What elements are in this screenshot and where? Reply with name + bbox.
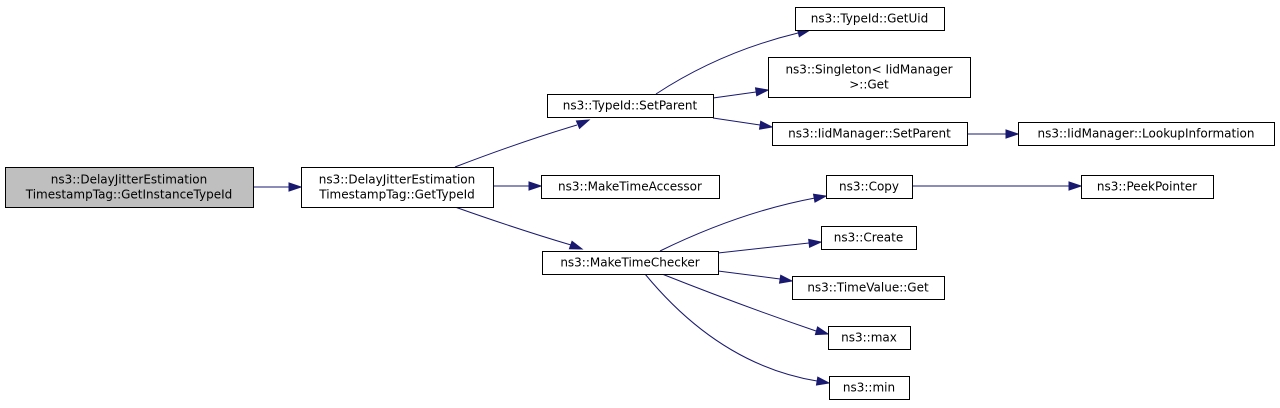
node-label: ns3::TypeId::GetUid: [811, 12, 929, 26]
node-iidsetparent[interactable]: ns3::IidManager::SetParent: [772, 122, 968, 146]
arrowhead: [808, 238, 823, 249]
node-max[interactable]: ns3::max: [828, 326, 911, 350]
node-lookupinfo[interactable]: ns3::IidManager::LookupInformation: [1018, 122, 1275, 146]
edge-maketimechecker-to-copy: [659, 193, 828, 252]
node-box: [1018, 122, 1275, 146]
node-label: ns3::IidManager::SetParent: [788, 127, 951, 141]
edge-setparent-to-singletonget: [712, 87, 770, 99]
node-getuid[interactable]: ns3::TypeId::GetUid: [795, 7, 945, 31]
edge-maketimechecker-to-create: [717, 238, 823, 254]
arrowhead: [288, 182, 303, 192]
node-label: ns3::MakeTimeAccessor: [558, 180, 702, 194]
node-box: [828, 326, 911, 350]
node-box: [547, 94, 714, 118]
node-label: ns3::Copy: [839, 180, 899, 194]
edge-line: [712, 117, 761, 126]
node-label: ns3::IidManager::LookupInformation: [1038, 127, 1255, 141]
arrowhead: [815, 376, 831, 386]
arrowhead: [575, 119, 591, 130]
node-label: ns3::DelayJitterEstimation: [51, 173, 208, 187]
node-label: ns3::Create: [834, 231, 903, 245]
node-box: [542, 251, 719, 275]
edge-line: [712, 91, 757, 99]
node-setparent[interactable]: ns3::TypeId::SetParent: [547, 94, 714, 118]
node-label: ns3::Singleton< IidManager: [785, 63, 952, 77]
edge-maketimechecker-to-min: [644, 273, 831, 386]
node-peekpointer[interactable]: ns3::PeekPointer: [1081, 175, 1214, 199]
arrowhead: [1068, 181, 1083, 191]
node-label: ns3::MakeTimeChecker: [560, 256, 699, 270]
node-label: ns3::min: [843, 381, 895, 395]
edge-line: [717, 270, 781, 280]
arrowhead: [778, 274, 794, 284]
edge-gettypeid-to-maketimechecker: [454, 206, 584, 250]
edge-line: [659, 197, 816, 252]
arrowhead: [528, 181, 543, 191]
edge-setparent-to-iidsetparent: [712, 117, 774, 130]
node-box: [301, 167, 494, 208]
arrowhead: [1005, 129, 1020, 139]
edge-maketimechecker-to-timevalueget: [717, 270, 794, 284]
node-min[interactable]: ns3::min: [829, 376, 910, 400]
node-box: [1081, 175, 1214, 199]
edge-line: [454, 124, 578, 168]
edge-line: [644, 273, 818, 382]
call-edges: [253, 28, 1083, 386]
node-label: ns3::TimeValue::Get: [807, 281, 929, 295]
edge-line: [655, 32, 799, 95]
edge-gettypeid-to-setparent: [454, 119, 591, 168]
arrowhead: [758, 120, 774, 130]
node-root[interactable]: ns3::DelayJitterEstimationTimestampTag::…: [5, 167, 254, 208]
node-maketimeaccessor[interactable]: ns3::MakeTimeAccessor: [541, 175, 720, 199]
node-box: [826, 175, 913, 199]
edge-line: [661, 273, 817, 332]
arrowhead: [814, 326, 830, 336]
node-box: [792, 276, 945, 300]
node-label: ns3::TypeId::SetParent: [563, 99, 698, 113]
edge-copy-to-peekpointer: [912, 181, 1083, 191]
node-label: ns3::PeekPointer: [1097, 180, 1197, 194]
node-timevalueget[interactable]: ns3::TimeValue::Get: [792, 276, 945, 300]
node-box: [795, 7, 945, 31]
node-box: [541, 175, 720, 199]
arrowhead: [754, 87, 770, 97]
node-label: ns3::DelayJitterEstimation: [319, 173, 476, 187]
node-gettypeid[interactable]: ns3::DelayJitterEstimationTimestampTag::…: [301, 167, 494, 208]
edge-root-to-gettypeid: [253, 182, 303, 192]
edge-line: [717, 242, 810, 254]
node-label: >::Get: [849, 78, 889, 92]
node-label: TimestampTag::GetTypeId: [318, 188, 475, 202]
arrowhead: [812, 193, 828, 203]
edge-gettypeid-to-maketimeaccessor: [493, 181, 543, 191]
node-copy[interactable]: ns3::Copy: [826, 175, 913, 199]
node-box: [821, 226, 917, 250]
node-create[interactable]: ns3::Create: [821, 226, 917, 250]
arrowhead: [568, 240, 584, 250]
node-label: ns3::max: [841, 331, 897, 345]
edge-iidsetparent-to-lookupinfo: [967, 129, 1020, 139]
node-maketimechecker[interactable]: ns3::MakeTimeChecker: [542, 251, 719, 275]
edge-line: [454, 206, 572, 246]
node-singletonget[interactable]: ns3::Singleton< IidManager>::Get: [768, 57, 971, 98]
call-nodes: ns3::DelayJitterEstimationTimestampTag::…: [5, 7, 1275, 400]
node-box: [829, 376, 910, 400]
node-box: [768, 57, 971, 98]
node-box: [772, 122, 968, 146]
node-label: TimestampTag::GetInstanceTypeId: [25, 188, 233, 202]
node-box: [5, 167, 254, 208]
edge-maketimechecker-to-max: [661, 273, 830, 336]
